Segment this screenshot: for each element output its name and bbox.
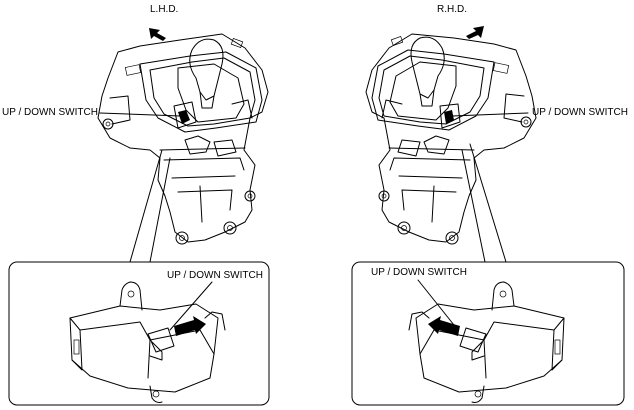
rhd-title: R.H.D.: [437, 4, 467, 15]
lhd-forward-arrow: [149, 28, 166, 41]
rhd-detail-frame: [351, 261, 625, 406]
rhd-shifter-assembly: [365, 26, 537, 263]
lhd-detail-arrow: [174, 316, 206, 336]
rhd-up-down-switch-callout: UP / DOWN SWITCH: [532, 107, 628, 118]
lhd-up-down-switch-callout: UP / DOWN SWITCH: [2, 107, 98, 118]
rhd-forward-arrow: [466, 26, 484, 39]
rhd-detail-switch-callout: UP / DOWN SWITCH: [371, 267, 467, 278]
rhd-detail-arrow: [428, 316, 460, 336]
rhd-detail-view: [351, 261, 625, 406]
lhd-shifter-assembly: [97, 28, 269, 263]
lhd-detail-view: [8, 261, 270, 406]
lhd-title: L.H.D.: [150, 4, 179, 15]
lhd-detail-frame: [8, 261, 270, 406]
lhd-detail-switch-callout: UP / DOWN SWITCH: [167, 270, 263, 281]
